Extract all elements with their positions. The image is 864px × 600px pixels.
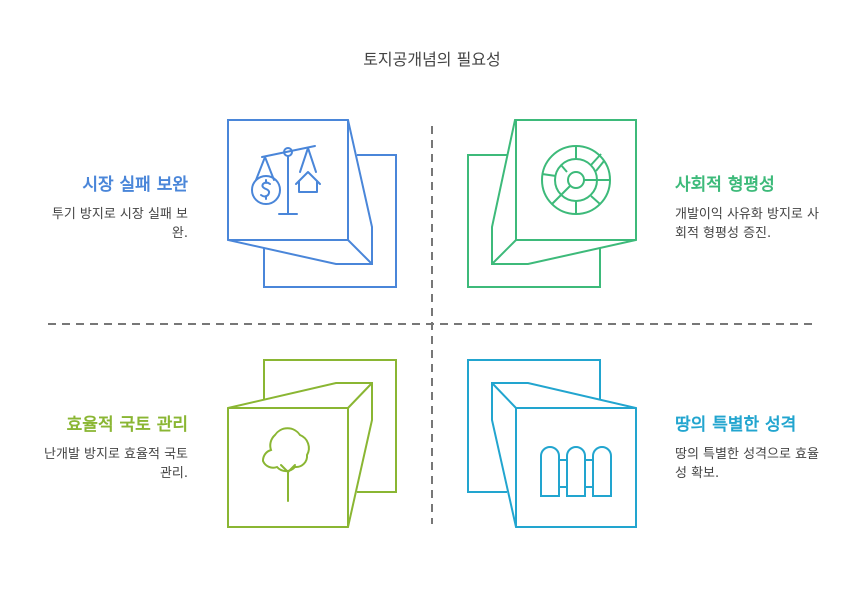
card-social-equity (467, 119, 637, 288)
desc-special-land: 땅의 특별한 성격으로 효율성 확보. (675, 447, 819, 481)
card-efficient-land (227, 359, 397, 528)
desc-efficient-land: 난개발 방지로 효율적 국토 관리. (44, 447, 188, 481)
fence-icon (540, 446, 612, 497)
desc-social-equity: 개발이익 사유화 방지로 사회적 형평성 증진. (675, 207, 819, 241)
card-market-failure (227, 119, 397, 288)
heading-special-land: 땅의 특별한 성격 (675, 415, 797, 435)
target-wheel-icon (541, 145, 611, 215)
tree-icon (262, 427, 310, 502)
heading-efficient-land: 효율적 국토 관리 (66, 415, 188, 435)
card-special-land (467, 359, 637, 528)
diagram-title: 토지공개념의 필요성 (363, 50, 501, 69)
balance-scale-money-house-icon (251, 145, 321, 215)
heading-market-failure: 시장 실패 보완 (82, 175, 188, 195)
heading-social-equity: 사회적 형평성 (675, 175, 775, 195)
desc-market-failure: 투기 방지로 시장 실패 보완. (51, 207, 188, 241)
